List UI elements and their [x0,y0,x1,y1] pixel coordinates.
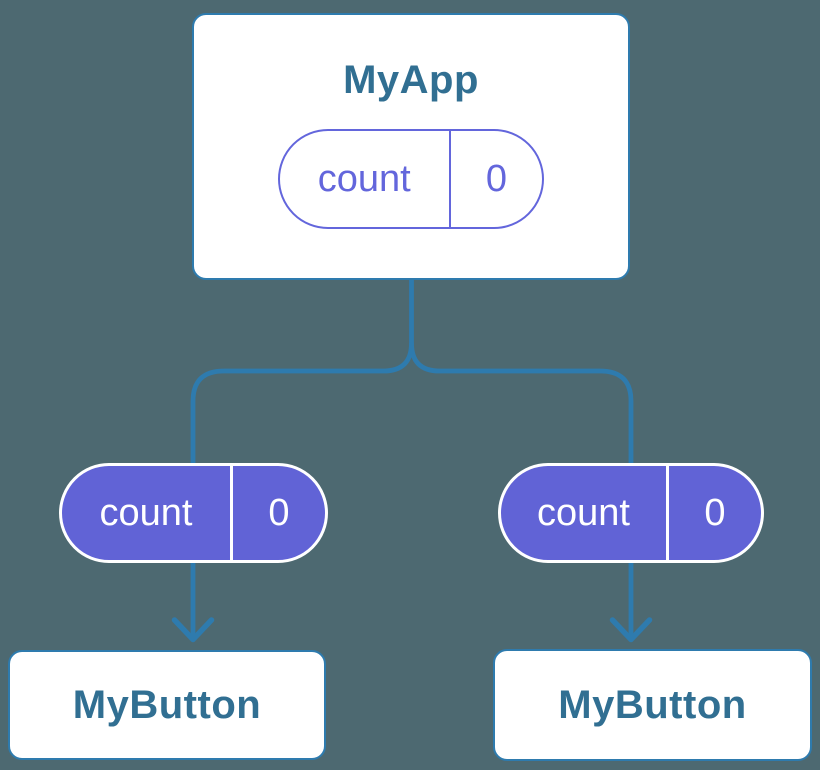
prop-pill-left: count 0 [59,463,328,563]
component-title-mybutton-left: MyButton [72,683,262,727]
prop-pill-left-value: 0 [268,491,290,534]
state-pill-myapp: count 0 [278,129,544,229]
prop-pill-right-value: 0 [704,491,726,534]
arrowhead-left-icon [171,617,215,643]
state-pill-name: count [317,157,411,200]
prop-pill-right-divider [666,466,669,560]
connector-branch-left [190,279,414,637]
state-pill-value: 0 [485,157,508,200]
component-title-myapp: MyApp [343,58,479,102]
prop-pill-right: count 0 [498,463,764,563]
prop-pill-left-divider [230,466,233,560]
state-pill-divider [448,131,451,227]
arrowhead-right-icon [609,617,653,643]
prop-pill-left-name: count [99,491,193,534]
prop-pill-right-name: count [537,491,630,534]
component-card-mybutton-right: MyButton [493,649,812,761]
component-card-myapp: MyApp count 0 [192,13,630,280]
component-card-mybutton-left: MyButton [8,650,326,760]
connector-branch-right [409,342,634,637]
component-title-mybutton-right: MyButton [558,683,747,727]
